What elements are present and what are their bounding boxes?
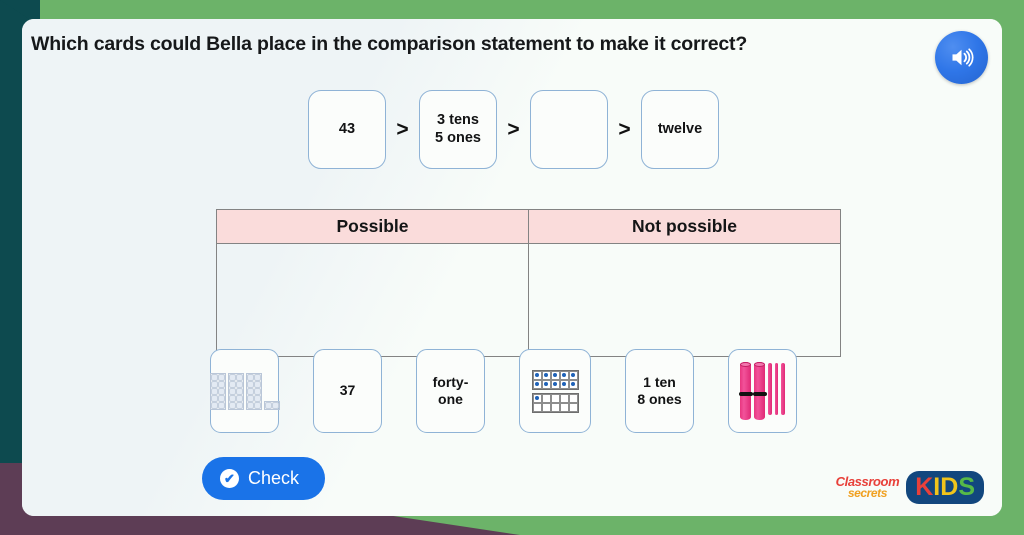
- ten-frame-card[interactable]: [519, 349, 591, 433]
- check-button[interactable]: ✔ Check: [202, 457, 326, 500]
- one-ten-eight-ones-line2: 8 ones: [637, 391, 682, 407]
- drop-zone-possible[interactable]: [216, 243, 529, 357]
- classroom-secrets-logo: Classroom secrets: [835, 473, 900, 500]
- comparison-statement: 43 > 3 tens 5 ones > > twelve: [308, 90, 719, 169]
- sorting-table: Possible Not possible: [216, 209, 841, 357]
- straw-single-icon: [781, 363, 785, 415]
- speaker-icon: [952, 48, 974, 67]
- check-button-label: Check: [248, 468, 300, 488]
- forty-one-label-line1: forty-: [432, 373, 469, 390]
- one-ten-eight-ones-card[interactable]: 1 ten 8 ones: [625, 349, 694, 433]
- ones-block-icon: [263, 400, 280, 410]
- statement-card-1[interactable]: 43: [308, 90, 386, 169]
- forty-one-card[interactable]: forty- one: [416, 349, 485, 433]
- brand-logos: Classroom secrets K I D S: [836, 471, 984, 504]
- kids-letter-s: S: [958, 473, 975, 501]
- table-header-row: Possible Not possible: [216, 209, 841, 244]
- comparison-operator-3: >: [618, 117, 631, 141]
- number-37-card[interactable]: 37: [313, 349, 382, 433]
- brand-classroom-text: Classroom: [835, 473, 900, 489]
- brand-secrets-text: secrets: [847, 485, 888, 500]
- activity-panel: Which cards could Bella place in the com…: [22, 19, 1002, 516]
- statement-card-2-line2: 5 ones: [435, 129, 481, 146]
- drop-zone-not-possible[interactable]: [528, 243, 841, 357]
- statement-card-4[interactable]: twelve: [641, 90, 719, 169]
- statement-card-2-line1: 3 tens: [437, 111, 479, 128]
- straw-single-icon: [768, 363, 772, 415]
- straw-bundles-card[interactable]: [728, 349, 797, 433]
- ten-frame-full: [531, 369, 579, 390]
- ten-rod-icon: [227, 372, 244, 410]
- straw-single-icon: [774, 363, 779, 415]
- ten-rod-icon: [245, 372, 262, 410]
- base-ten-blocks-icon: [209, 372, 280, 410]
- base-ten-blocks-card[interactable]: [209, 349, 280, 433]
- statement-card-2[interactable]: 3 tens 5 ones: [419, 90, 497, 169]
- page-title: Which cards could Bella place in the com…: [31, 33, 748, 55]
- answer-card-tray: 37 forty- one: [209, 349, 797, 433]
- straw-bundle-icon: [738, 362, 753, 420]
- comparison-operator-1: >: [396, 117, 409, 141]
- column-header-not-possible: Not possible: [528, 209, 841, 244]
- ten-frame-icon: [531, 369, 579, 413]
- number-37-label: 37: [339, 382, 356, 399]
- kids-letter-k: K: [915, 473, 934, 501]
- ten-frame-partial: [531, 392, 579, 413]
- ten-rod-icon: [209, 372, 226, 410]
- kids-logo: K I D S: [906, 471, 984, 504]
- comparison-operator-2: >: [507, 117, 520, 141]
- table-row: [216, 243, 841, 357]
- kids-letter-d: D: [940, 473, 959, 501]
- straw-bundles-icon: [738, 360, 785, 422]
- straw-bundle-icon: [752, 362, 767, 420]
- forty-one-label-line2: one: [438, 391, 463, 407]
- column-header-possible: Possible: [216, 209, 529, 244]
- one-ten-eight-ones-line1: 1 ten: [643, 373, 676, 390]
- audio-play-button[interactable]: [935, 31, 988, 84]
- statement-card-drop-target[interactable]: [530, 90, 608, 169]
- statement-card-4-value: twelve: [657, 120, 703, 137]
- kids-letter-i: I: [933, 473, 941, 501]
- statement-card-1-value: 43: [338, 120, 356, 137]
- check-circle-icon: ✔: [220, 469, 239, 488]
